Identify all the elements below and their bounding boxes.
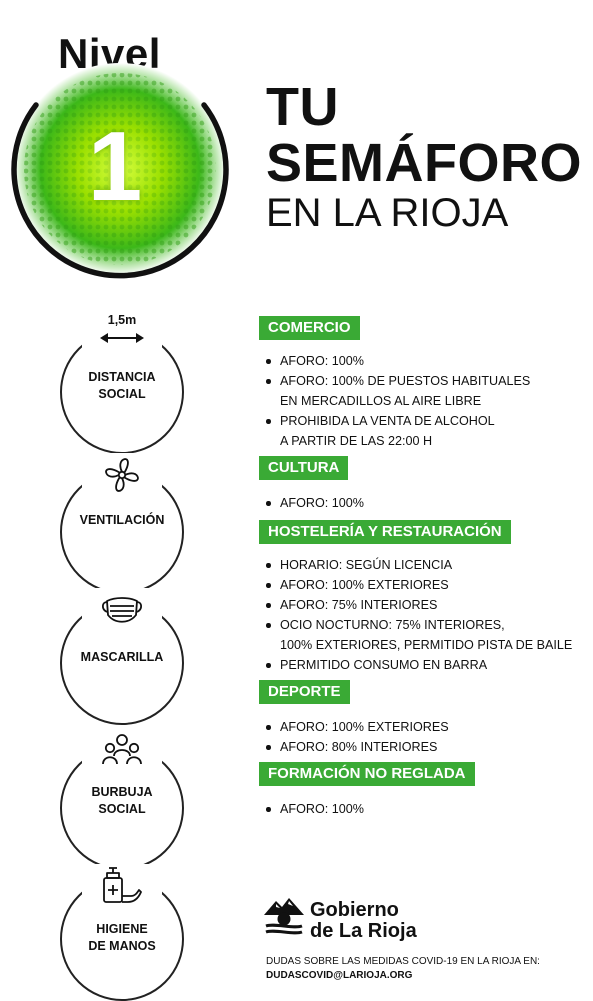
section-list-deporte: AFORO: 100% EXTERIORES AFORO: 80% INTERI… <box>263 717 583 757</box>
section-header-deporte: DEPORTE <box>259 680 350 704</box>
list-item: OCIO NOCTURNO: 75% INTERIORES,100% EXTER… <box>263 615 583 655</box>
social-bubble-icon <box>82 728 162 772</box>
section-list-formacion: AFORO: 100% <box>263 799 583 819</box>
footer-dudas-text: DUDAS SOBRE LAS MEDIDAS COVID-19 EN LA R… <box>266 956 540 967</box>
list-item: AFORO: 75% INTERIORES <box>263 595 583 615</box>
section-header-hosteleria: HOSTELERÍA Y RESTAURACIÓN <box>259 520 511 544</box>
traffic-light-icon <box>11 63 229 279</box>
measure-label-ventilacion: VENTILACIÓN <box>79 513 165 527</box>
section-list-comercio: AFORO: 100% AFORO: 100% DE PUESTOS HABIT… <box>263 351 583 451</box>
section-header-comercio: COMERCIO <box>259 316 360 340</box>
page-subtitle: EN LA RIOJA <box>266 191 509 235</box>
footer-contact: DUDAS SOBRE LAS MEDIDAS COVID-19 EN LA R… <box>266 955 586 983</box>
list-item: PERMITIDO CONSUMO EN BARRA <box>263 655 583 675</box>
face-mask-icon <box>82 588 162 632</box>
page-title-line2: SEMÁFORO <box>266 133 583 193</box>
list-item: HORARIO: SEGÚN LICENCIA <box>263 555 583 575</box>
ventilation-fan-icon <box>82 453 162 497</box>
section-header-cultura: CULTURA <box>259 456 349 480</box>
list-item: AFORO: 100% <box>263 799 583 819</box>
section-list-hosteleria: HORARIO: SEGÚN LICENCIA AFORO: 100% EXTE… <box>263 555 583 675</box>
section-list-cultura: AFORO: 100% <box>263 493 583 513</box>
section-header-formacion: FORMACIÓN NO REGLADA <box>259 762 475 786</box>
page-title-line1: TU <box>266 77 339 137</box>
gobierno-la-rioja-logo-text: Gobierno de La Rioja <box>310 899 417 942</box>
list-item: AFORO: 100% <box>263 493 583 513</box>
list-item: AFORO: 100% EXTERIORES <box>263 717 583 737</box>
contact-email-link[interactable]: DUDASCOVID@LARIOJA.ORG <box>266 970 413 981</box>
hand-sanitizer-icon <box>82 864 162 908</box>
distance-label: 1,5m <box>107 313 137 327</box>
list-item: AFORO: 80% INTERIORES <box>263 737 583 757</box>
measure-label-mascarilla: MASCARILLA <box>80 650 164 664</box>
distance-arrow-icon: 1,5m <box>82 309 162 353</box>
list-item: AFORO: 100% <box>263 351 583 371</box>
list-item: AFORO: 100% EXTERIORES <box>263 575 583 595</box>
nivel-number: 1 <box>87 111 143 221</box>
gobierno-la-rioja-logo-icon <box>264 898 304 935</box>
